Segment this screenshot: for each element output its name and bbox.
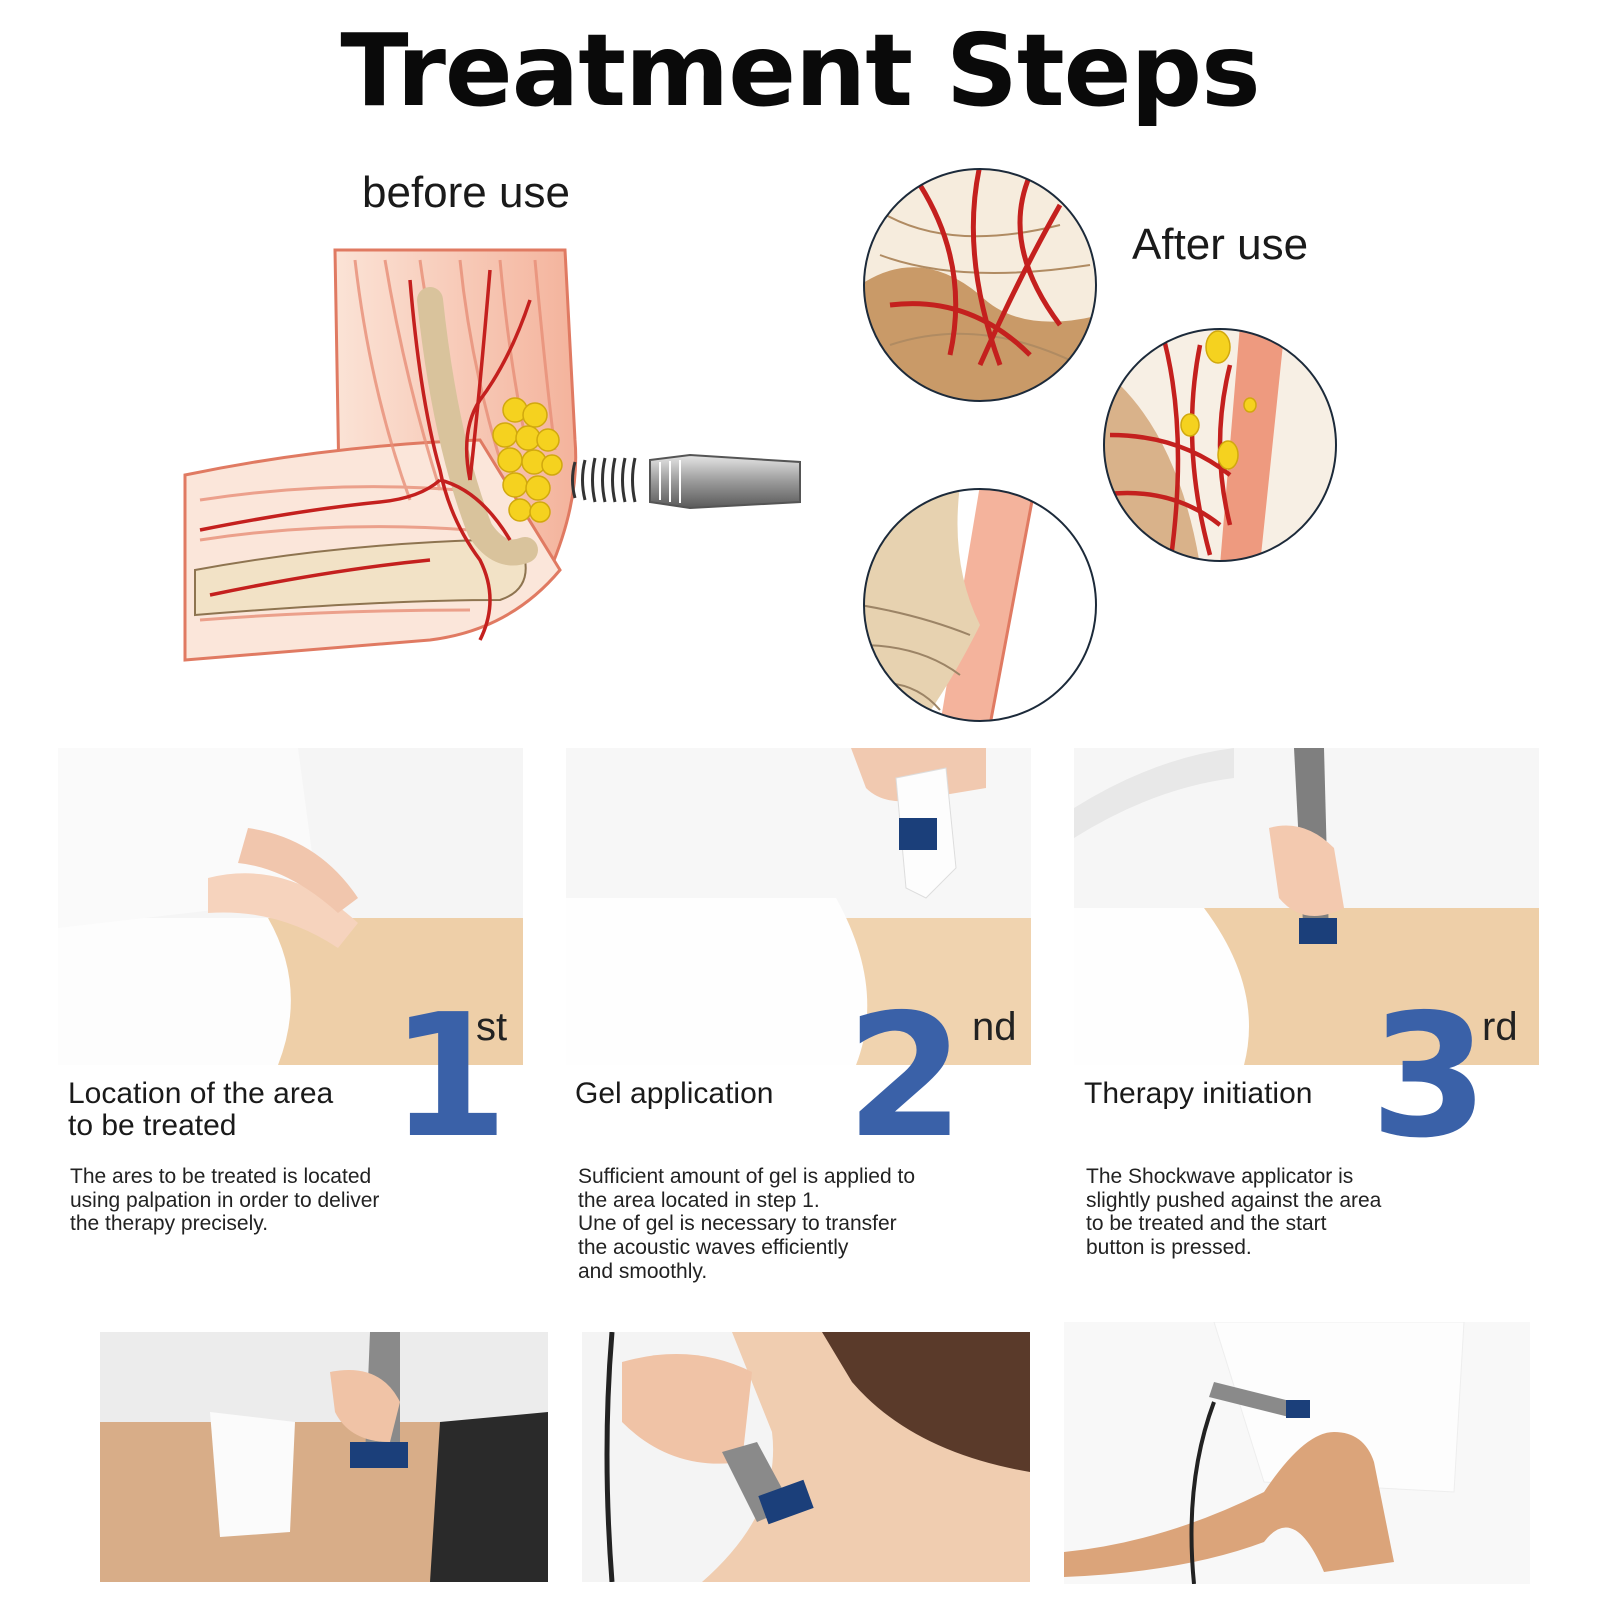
step-2-number: 2 bbox=[846, 978, 965, 1176]
elbow-before-illustration bbox=[183, 248, 801, 662]
knee-treatment-photo bbox=[1064, 1322, 1530, 1584]
step-1-description: The ares to be treated is located using … bbox=[70, 1165, 380, 1236]
step-2-title: Gel application bbox=[575, 1077, 774, 1110]
step-3-number: 3 bbox=[1370, 978, 1489, 1176]
step-1-title: Location of the area to be treated bbox=[68, 1077, 334, 1143]
neck-treatment-photo bbox=[582, 1332, 1030, 1582]
step-1-number: 1 bbox=[390, 978, 509, 1176]
step-1-photo bbox=[58, 748, 523, 1065]
after-use-label: After use bbox=[1132, 220, 1309, 269]
step-2-photo bbox=[566, 748, 1031, 1065]
step-1-suffix: st bbox=[476, 1005, 508, 1049]
step-3-title: Therapy initiation bbox=[1084, 1077, 1313, 1110]
before-use-label: before use bbox=[362, 168, 570, 217]
step-2-suffix: nd bbox=[972, 1005, 1017, 1049]
page-title: Treatment Steps bbox=[340, 12, 1260, 129]
step-2-description: Sufficient amount of gel is applied to t… bbox=[578, 1165, 915, 1283]
back-treatment-photo bbox=[100, 1332, 548, 1582]
after-use-circle-bottom bbox=[863, 488, 1097, 722]
step-3-description: The Shockwave applicator is slightly pus… bbox=[1086, 1165, 1382, 1260]
after-use-circle-middle bbox=[1103, 328, 1337, 562]
step-3-photo bbox=[1074, 748, 1539, 1065]
after-use-circle-top bbox=[863, 168, 1097, 402]
step-3-suffix: rd bbox=[1482, 1005, 1518, 1049]
